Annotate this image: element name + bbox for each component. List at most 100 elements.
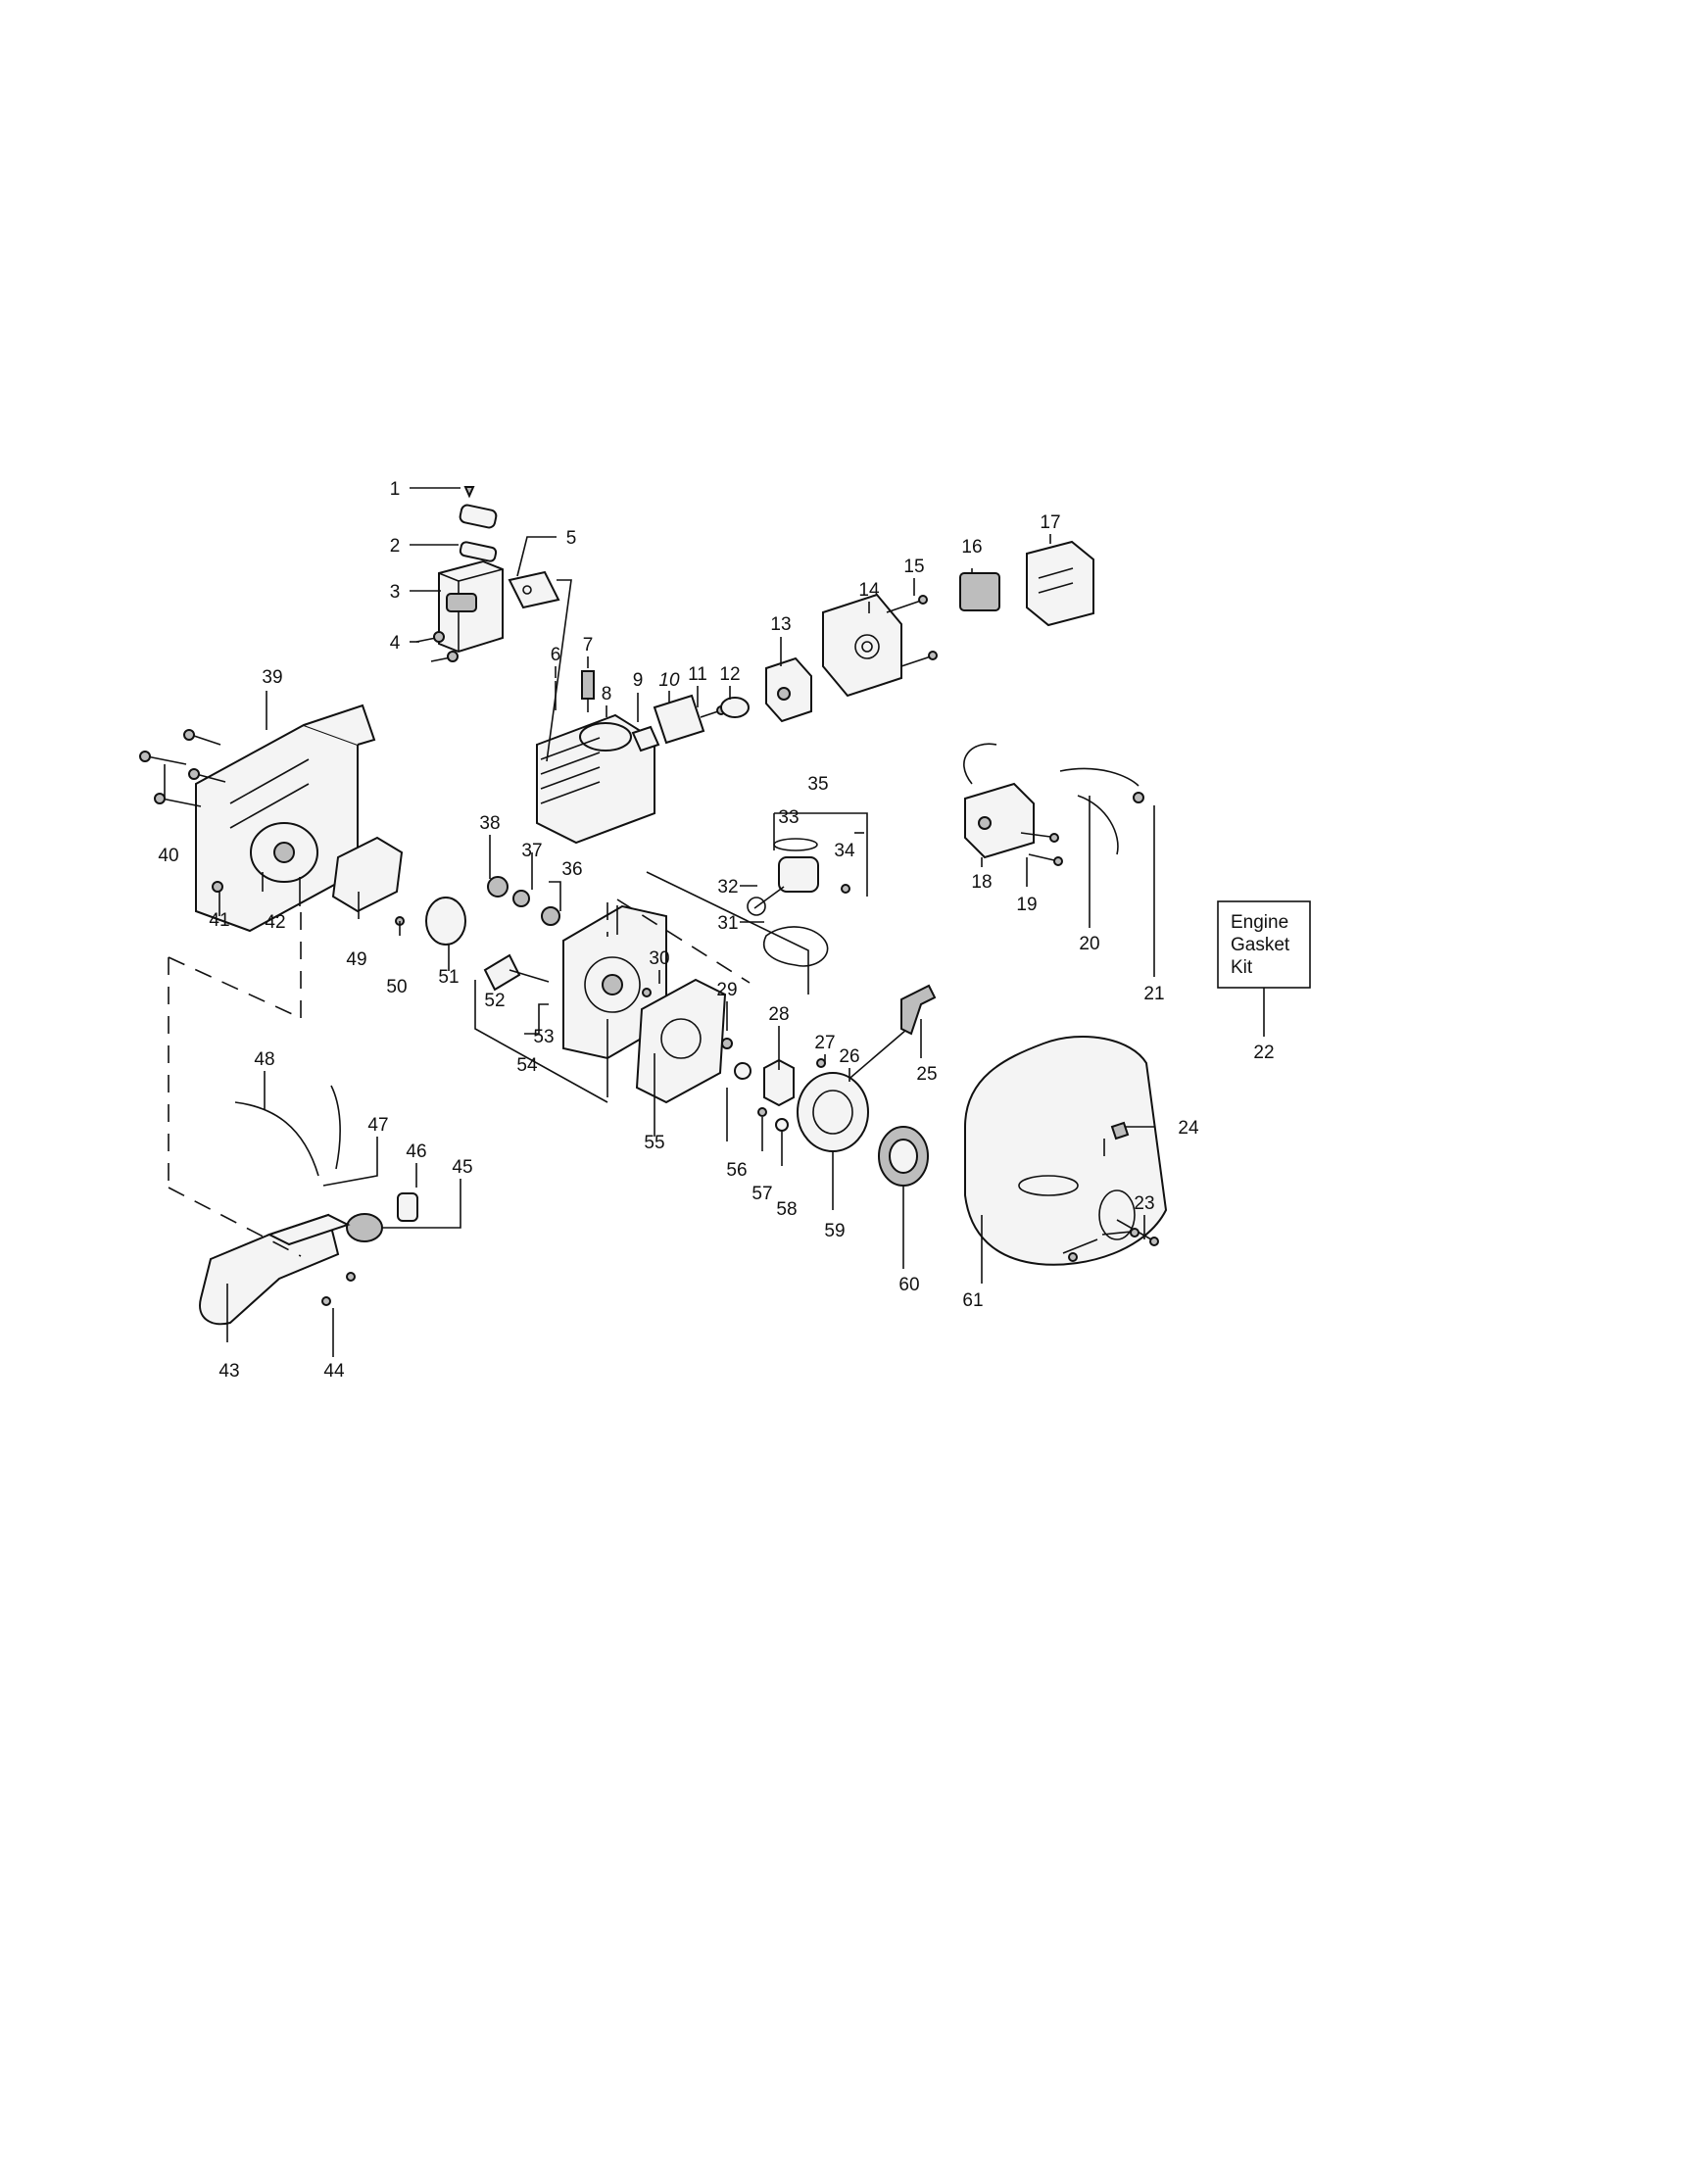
callout-44: 44 [323, 1361, 345, 1382]
part-33-ring [773, 838, 818, 851]
callout-46: 46 [406, 1141, 426, 1162]
part-16-filter [959, 572, 1000, 611]
part-drawings [139, 486, 1168, 1326]
kit-line-2: Gasket [1231, 935, 1290, 955]
part-25-handle [900, 984, 937, 1036]
gasket-kit-box: Engine Gasket Kit [1217, 900, 1311, 989]
part-61-starter-housing [964, 1035, 1168, 1266]
callout-54: 54 [516, 1055, 538, 1076]
callout-6: 6 [551, 645, 561, 665]
part-5-gasket [508, 570, 560, 609]
callout-53: 53 [533, 1027, 554, 1047]
part-52-crankshaft [483, 953, 550, 992]
callout-10: 10 [658, 670, 680, 691]
part-26-rope [844, 1023, 914, 1084]
callout-56: 56 [726, 1160, 747, 1181]
part-29-screw [721, 1038, 733, 1049]
callout-14: 14 [858, 580, 880, 601]
part-21-wire [1077, 795, 1119, 855]
callout-1: 1 [390, 479, 401, 500]
callout-4: 4 [390, 633, 401, 654]
part-59-pulley [797, 1072, 869, 1152]
callout-26: 26 [839, 1046, 859, 1067]
part-55-backplate [635, 978, 727, 1104]
part-15-screws [886, 595, 938, 667]
callout-35: 35 [807, 774, 828, 795]
callout-45: 45 [452, 1157, 472, 1178]
callout-5: 5 [566, 528, 577, 549]
kit-line-3: Kit [1231, 957, 1253, 978]
callout-33: 33 [778, 807, 799, 828]
leader-lines [164, 487, 1265, 1357]
part-43-fuel-tank [199, 1213, 351, 1326]
callout-21: 21 [1143, 984, 1164, 1004]
part-36-seal [541, 906, 560, 926]
callout-31: 31 [717, 913, 738, 934]
part-46-fuel-filter [397, 1192, 418, 1222]
callout-57: 57 [752, 1184, 772, 1204]
callout-11: 11 [688, 664, 707, 685]
callout-28: 28 [768, 1004, 789, 1025]
callout-15: 15 [903, 557, 924, 577]
callout-25: 25 [916, 1064, 937, 1085]
part-2-plate [459, 504, 498, 529]
callout-58: 58 [776, 1199, 797, 1220]
callout-20: 20 [1079, 934, 1099, 954]
callout-38: 38 [479, 813, 500, 834]
callout-2: 2 [390, 536, 401, 557]
assembly-guide-lines [168, 898, 1105, 1257]
part-24-clip [1110, 1121, 1130, 1141]
part-8-cylinder [536, 713, 655, 845]
callout-16: 16 [961, 537, 982, 558]
callout-8: 8 [602, 684, 612, 704]
part-14-air-box [822, 593, 902, 698]
callout-60: 60 [898, 1275, 919, 1295]
part-31-gasket [763, 926, 829, 967]
callout-40: 40 [158, 846, 178, 866]
part-48-fuel-line [234, 1101, 319, 1177]
part-56-washer [734, 1062, 752, 1080]
part-60-spring [878, 1126, 929, 1187]
part-7-spark-plug [581, 670, 595, 712]
callout-55: 55 [644, 1133, 664, 1153]
part-47-fuel-line [330, 1085, 341, 1170]
part-49-shield [331, 836, 404, 913]
part-13-carburetor [765, 656, 812, 723]
part-37-seal [512, 890, 530, 907]
part-2-gasket [459, 541, 498, 562]
callout-52: 52 [484, 991, 505, 1011]
callout-32: 32 [717, 877, 738, 898]
callout-51: 51 [438, 967, 459, 988]
part-58-washer [775, 1118, 789, 1132]
part-27-screw [816, 1058, 826, 1068]
callout-43: 43 [218, 1361, 239, 1382]
callout-29: 29 [716, 980, 737, 1000]
part-23-screws [1062, 1219, 1159, 1262]
part-30-screw [642, 988, 652, 997]
part-3-muffler [438, 559, 504, 654]
part-40-screws [139, 729, 226, 807]
callout-42: 42 [265, 912, 285, 933]
part-12-gasket [720, 697, 750, 718]
part-34-clip [841, 884, 850, 894]
callout-49: 49 [346, 949, 366, 970]
callout-18: 18 [971, 872, 992, 893]
part-1-screw [463, 486, 475, 499]
part-51-o-ring [425, 897, 466, 946]
callout-3: 3 [390, 582, 401, 603]
callout-13: 13 [770, 614, 791, 635]
callout-7: 7 [583, 635, 594, 655]
part-10-insulator [653, 694, 705, 745]
part-20-wire [1059, 767, 1139, 787]
part-41-screw [212, 881, 223, 893]
part-45-fuel-cap [346, 1213, 383, 1242]
part-44-screw [321, 1296, 331, 1306]
part-19-screws [1020, 832, 1063, 866]
callout-37: 37 [521, 841, 542, 861]
callout-labels: 1 2 3 4 5 6 7 8 9 10 11 12 13 14 15 16 1… [158, 479, 1274, 1382]
callout-41: 41 [209, 910, 229, 931]
callout-9: 9 [633, 670, 644, 691]
part-38-bearing [487, 876, 509, 898]
callout-39: 39 [262, 667, 282, 688]
